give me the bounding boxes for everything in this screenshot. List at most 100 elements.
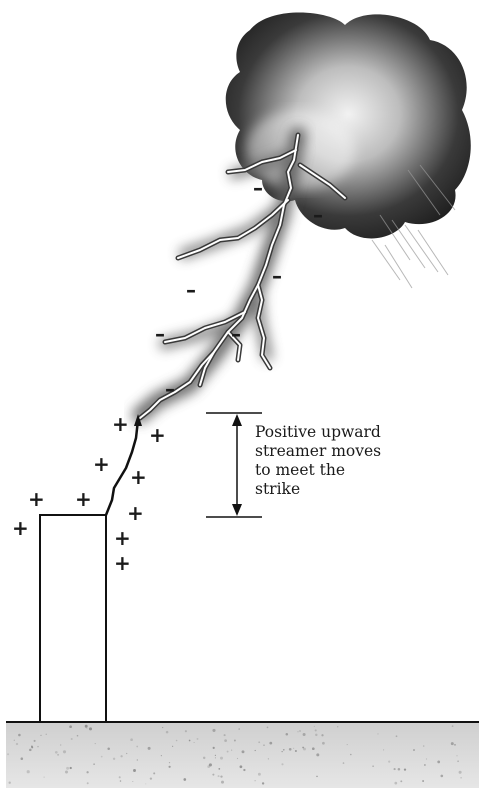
ground-speckle (168, 766, 170, 768)
streamer-annotation: Positive upward streamer moves to meet t… (255, 423, 381, 498)
ground-speckle (297, 731, 298, 732)
ground-speckle (372, 765, 373, 766)
ground-speckle (347, 744, 348, 745)
ground-speckle (255, 780, 256, 781)
ground-speckle (130, 738, 133, 741)
ground-speckle (145, 783, 146, 784)
ground-speckle (162, 727, 163, 728)
positive-charge: + (114, 551, 131, 575)
ground-speckle (303, 733, 306, 736)
ground-speckle (224, 739, 227, 742)
ground-speckle (212, 729, 215, 732)
lightning-stepped-leader (140, 135, 345, 418)
ground-speckle (423, 745, 425, 747)
ground-speckle (136, 746, 138, 748)
ground-speckle (14, 740, 15, 741)
ground-speckle (189, 740, 191, 742)
ground-speckle (172, 746, 173, 747)
ground-speckle (242, 750, 245, 753)
ground-surface-icon (6, 722, 479, 788)
arrow-up-icon (232, 414, 242, 426)
ground-speckle (60, 744, 61, 745)
ground-speckle (185, 730, 187, 732)
negative-charges: – – – – – – – (155, 176, 323, 401)
ground-speckle (57, 754, 59, 756)
ground-speckle (44, 777, 45, 778)
ground-speckle (262, 782, 264, 784)
ground-speckle (312, 747, 315, 750)
ground-speckle (437, 761, 440, 764)
ground-speckle (299, 730, 301, 732)
annotation-line-2: streamer moves (255, 442, 381, 460)
arrow-down-icon (232, 504, 242, 516)
ground-speckle (394, 782, 397, 785)
ground-speckle (350, 754, 352, 756)
negative-charge: – (165, 377, 175, 401)
ground-speckle (166, 731, 169, 734)
ground-speckle (77, 735, 79, 737)
ground-speckle (215, 757, 216, 758)
ground-speckle (404, 768, 406, 770)
ground-speckle (456, 755, 457, 756)
ground-speckle (27, 770, 30, 773)
ground-speckle (293, 748, 294, 749)
ground-speckle (21, 757, 24, 760)
ground-speckle (240, 765, 243, 768)
ground-speckle (63, 750, 66, 753)
ground-speckle (422, 780, 424, 782)
ground-speckle (221, 781, 224, 784)
ground-speckle (87, 782, 89, 784)
ground-speckle (137, 759, 138, 760)
ground-speckle (37, 746, 39, 748)
ground-speckle (207, 765, 210, 768)
ground-speckle (337, 726, 338, 727)
annotation-line-3: to meet the (255, 461, 345, 479)
ground-speckle (119, 776, 121, 778)
ground-speckle (7, 753, 9, 755)
ground-speckle (268, 758, 269, 759)
ground-speckle (426, 758, 427, 759)
ground-speckle (86, 728, 87, 729)
positive-charge: + (93, 452, 110, 476)
ground-speckle (398, 768, 401, 771)
ground-speckle (234, 740, 236, 742)
ground-speckle (161, 755, 162, 756)
ground-speckle (133, 769, 136, 772)
ground-speckle (148, 747, 151, 750)
ground-speckle (101, 756, 103, 758)
ground-speckle (46, 734, 47, 735)
streamer-distance-indicator (206, 413, 262, 517)
ground-speckle (107, 748, 110, 751)
ground-speckle (93, 763, 95, 765)
ground-speckle (113, 758, 115, 760)
ground-speckle (224, 734, 226, 736)
annotation-line-1: Positive upward (255, 423, 381, 441)
negative-charge: – (231, 322, 241, 346)
positive-charge: + (149, 423, 166, 447)
positive-charge: + (127, 501, 144, 525)
ground-speckle (237, 758, 238, 759)
ground-speckle (203, 757, 205, 759)
ground-speckle (255, 750, 256, 751)
ground-speckle (459, 771, 462, 774)
ground-speckle (394, 768, 396, 770)
negative-charge: – (272, 264, 282, 288)
ground-speckle (321, 734, 323, 736)
storm-cloud-icon (226, 13, 471, 239)
ground-speckle (315, 729, 317, 731)
ground-speckle (169, 762, 170, 763)
ground-speckle (220, 775, 222, 777)
ground-speckle (95, 743, 96, 744)
ground-speckle (40, 735, 41, 736)
ground-speckle (269, 742, 272, 745)
ground-speckle (66, 767, 69, 770)
positive-charge: + (130, 465, 147, 489)
ground-speckle (316, 776, 318, 778)
ground-speckle (29, 749, 32, 752)
building-icon (40, 515, 106, 722)
ground-speckle (460, 777, 462, 779)
ground-speckle (316, 753, 319, 756)
ground-speckle (120, 780, 122, 782)
ground-speckle (258, 773, 261, 776)
ground-speckle (69, 725, 72, 728)
